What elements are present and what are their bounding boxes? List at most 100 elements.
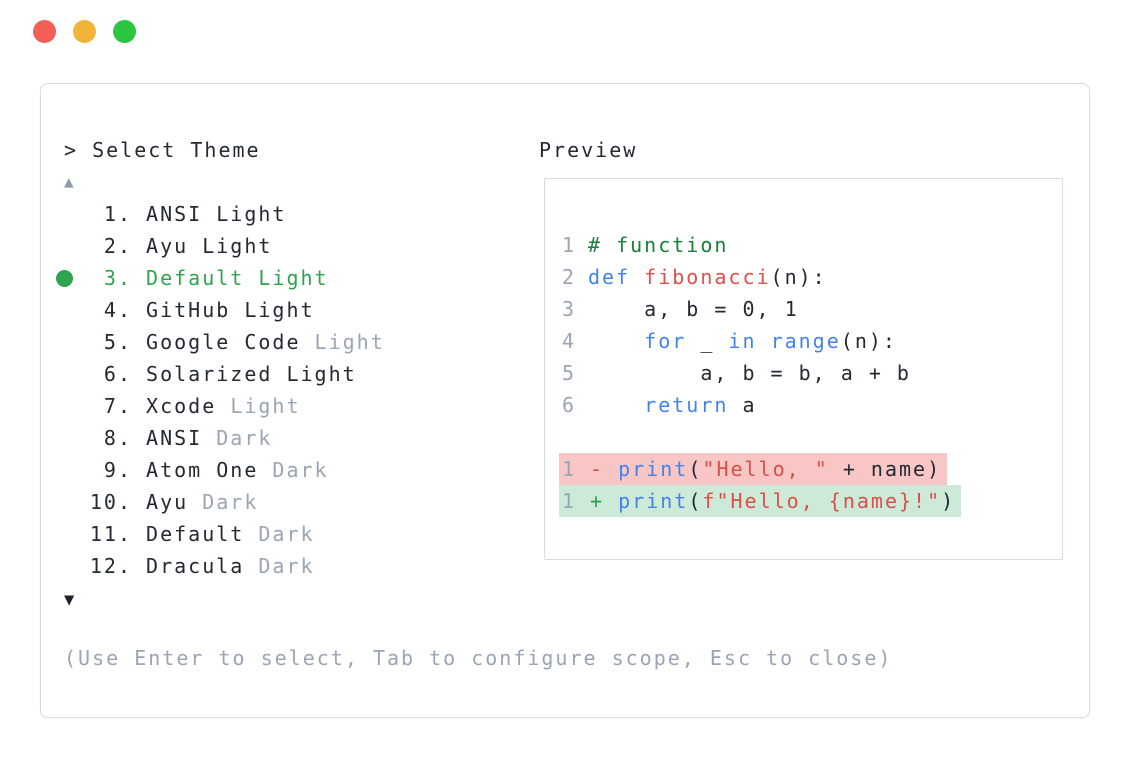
theme-item-variant: Light — [230, 394, 301, 418]
theme-item-number: 8. — [103, 426, 132, 450]
theme-item-number: 3. — [103, 266, 132, 290]
code-token-plain: a — [728, 393, 757, 417]
line-number: 2 — [562, 265, 577, 289]
code-line-6: 6 return a — [562, 389, 1062, 421]
theme-item-name: Atom One — [146, 458, 259, 482]
theme-item-atom-one-dark[interactable]: 9. Atom One Dark — [64, 454, 385, 486]
theme-item-number: 5. — [103, 330, 132, 354]
selected-dot-icon — [56, 270, 73, 287]
theme-item-name: Solarized — [146, 362, 273, 386]
scroll-down-icon[interactable]: ▼ — [64, 590, 77, 610]
diff-added-highlight: 1 + print(f"Hello, {name}!") — [559, 485, 962, 517]
theme-item-variant: Light — [244, 298, 315, 322]
theme-item-number: 2. — [103, 234, 132, 258]
theme-item-name: Ayu — [146, 234, 189, 258]
theme-item-variant: Light — [216, 202, 287, 226]
line-number: 1 — [562, 233, 577, 257]
code-token-plain: (n): — [770, 265, 827, 289]
theme-item-name: ANSI — [146, 426, 203, 450]
theme-item-default-light[interactable]: 3. Default Light — [56, 262, 385, 294]
theme-item-name: ANSI — [146, 202, 203, 226]
code-token-kw: for — [644, 329, 687, 353]
code-token-kw: def — [588, 265, 631, 289]
code-token-plain — [588, 393, 644, 417]
code-token-plain: a, b = 0, 1 — [588, 297, 799, 321]
code-token-str: f"Hello, {name}!" — [702, 489, 942, 513]
code-token-kw: in — [728, 329, 757, 353]
code-token-plain: ( — [688, 457, 703, 481]
theme-item-variant: Dark — [272, 458, 329, 482]
code-token-comment: # function — [588, 233, 729, 257]
maximize-window-icon[interactable] — [113, 20, 136, 43]
code-token-kw: return — [644, 393, 729, 417]
diff-removed-sign: - — [590, 457, 605, 481]
code-token-kw: range — [770, 329, 841, 353]
theme-item-name: Default — [146, 266, 245, 290]
code-token-plain: a, b = b, a + b — [588, 361, 911, 385]
code-line-5: 5 a, b = b, a + b — [562, 357, 1062, 389]
theme-item-name: Default — [146, 522, 245, 546]
code-token-str: "Hello, " — [702, 457, 829, 481]
scroll-up-icon[interactable]: ▲ — [64, 172, 76, 191]
code-token-kw: print — [618, 489, 689, 513]
theme-item-number: 6. — [103, 362, 132, 386]
theme-item-google-code-light[interactable]: 5. Google Code Light — [64, 326, 385, 358]
theme-item-variant: Dark — [216, 426, 273, 450]
theme-item-number: 1. — [103, 202, 132, 226]
code-line-4: 4 for _ in range(n): — [562, 325, 1062, 357]
theme-item-name: Google Code — [146, 330, 301, 354]
theme-item-variant: Dark — [202, 490, 259, 514]
code-token-plain — [757, 329, 771, 353]
code-line-3: 3 a, b = 0, 1 — [562, 293, 1062, 325]
diff-removed-line: 1 - print("Hello, " + name) — [559, 453, 1062, 485]
minimize-window-icon[interactable] — [73, 20, 96, 43]
code-token-plain: (n): — [840, 329, 897, 353]
preview-title: Preview — [539, 138, 638, 162]
theme-item-number: 11. — [89, 522, 132, 546]
line-number: 5 — [562, 361, 577, 385]
theme-item-number: 10. — [89, 490, 132, 514]
code-token-plain: ( — [688, 489, 703, 513]
diff-removed-highlight: 1 - print("Hello, " + name) — [559, 453, 948, 485]
diff-added-sign: + — [590, 489, 605, 513]
code-line-blank — [562, 421, 1062, 453]
theme-item-name: Dracula — [146, 554, 245, 578]
line-number: 4 — [562, 329, 577, 353]
theme-item-variant: Light — [286, 362, 357, 386]
code-token-plain: + name) — [828, 457, 942, 481]
select-theme-prompt: > Select Theme — [64, 138, 261, 162]
theme-item-github-light[interactable]: 4. GitHub Light — [64, 294, 385, 326]
theme-item-name: GitHub — [146, 298, 231, 322]
line-number: 3 — [562, 297, 577, 321]
theme-item-dracula-dark[interactable]: 12. Dracula Dark — [64, 550, 385, 582]
code-line-1: 1 # function — [562, 229, 1062, 261]
code-line-2: 2 def fibonacci(n): — [562, 261, 1062, 293]
theme-item-ayu-light[interactable]: 2. Ayu Light — [64, 230, 385, 262]
code-token-plain: ) — [941, 489, 956, 513]
keyboard-hint: (Use Enter to select, Tab to configure s… — [64, 646, 893, 670]
theme-item-solarized-light[interactable]: 6. Solarized Light — [64, 358, 385, 390]
line-number: 1 — [562, 489, 577, 513]
theme-item-number: 7. — [103, 394, 132, 418]
code-token-plain — [630, 265, 644, 289]
theme-item-ansi-light[interactable]: 1. ANSI Light — [64, 198, 385, 230]
theme-item-ansi-dark[interactable]: 8. ANSI Dark — [64, 422, 385, 454]
code-token-fn: fibonacci — [644, 265, 771, 289]
theme-item-number: 4. — [103, 298, 132, 322]
theme-item-variant: Light — [314, 330, 385, 354]
theme-item-name: Xcode — [146, 394, 217, 418]
theme-item-default-dark[interactable]: 11. Default Dark — [64, 518, 385, 550]
theme-item-number: 12. — [89, 554, 132, 578]
close-window-icon[interactable] — [33, 20, 56, 43]
code-token-plain — [588, 329, 644, 353]
theme-item-ayu-dark[interactable]: 10. Ayu Dark — [64, 486, 385, 518]
theme-item-name: Ayu — [146, 490, 189, 514]
theme-item-variant: Dark — [258, 522, 315, 546]
theme-item-variant: Light — [202, 234, 273, 258]
theme-item-xcode-light[interactable]: 7. Xcode Light — [64, 390, 385, 422]
code-token-plain: _ — [686, 329, 729, 353]
line-number: 1 — [562, 457, 577, 481]
